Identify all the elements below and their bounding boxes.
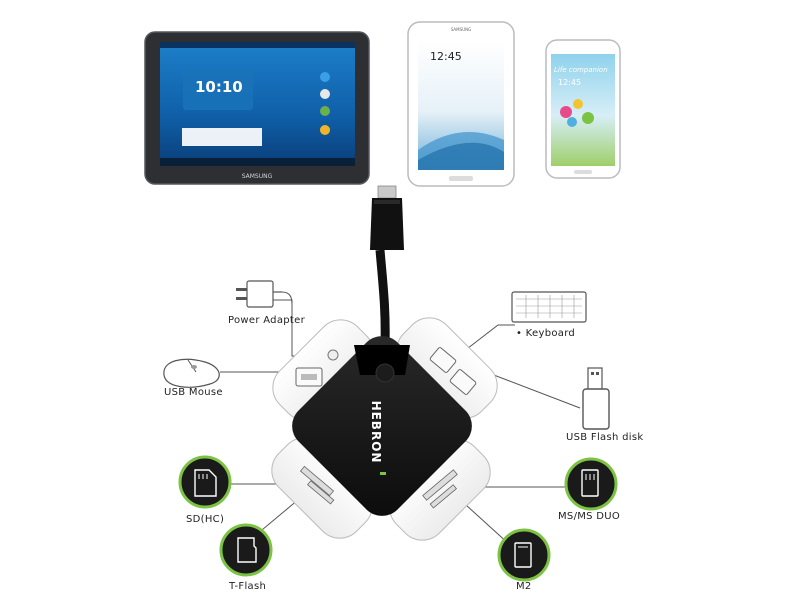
- ms-duo-label: MS/MS DUO: [558, 511, 621, 522]
- usb-flash-disk-label: USB Flash disk: [566, 432, 644, 443]
- hub-body: HEBRON: [292, 336, 472, 516]
- usb-mouse-icon: [163, 358, 220, 388]
- galaxy-note-phone: 12:45 SAMSUNG: [407, 21, 515, 187]
- t-flash-label: T-Flash: [229, 581, 267, 592]
- port-flap-upper-left: [272, 319, 374, 421]
- t-flash-card-icon: [219, 523, 273, 577]
- note-clock: 12:45: [430, 50, 462, 63]
- power-adapter-icon: [236, 280, 293, 308]
- port-flap-lower-left: [271, 437, 373, 539]
- phone-slogan: Life companion: [554, 66, 608, 74]
- galaxy-tab-tablet: 10:10 SAMSUNG: [144, 31, 370, 185]
- m2-card-icon: [497, 528, 551, 582]
- sd-hc-label: SD(HC): [186, 514, 225, 525]
- note-brand: SAMSUNG: [451, 27, 471, 32]
- micro-usb-cable: [370, 185, 404, 346]
- hub-brand: HEBRON: [369, 401, 383, 464]
- tablet-clock: 10:10: [195, 78, 243, 96]
- galaxy-s4-phone: Life companion 12:45: [545, 39, 621, 179]
- keyboard-label: • Keyboard: [516, 328, 576, 339]
- tablet-brand: SAMSUNG: [242, 173, 273, 180]
- usb-mouse-label: USB Mouse: [164, 387, 223, 398]
- usb-flash-disk-icon: [582, 367, 610, 430]
- port-flap-upper-right: [396, 317, 498, 419]
- m2-label: M2: [516, 581, 532, 592]
- phone-clock: 12:45: [558, 78, 581, 87]
- sd-card-icon: [178, 455, 232, 509]
- keyboard-icon: [511, 291, 587, 323]
- ms-duo-card-icon: [564, 457, 618, 511]
- power-adapter-label: Power Adapter: [228, 315, 305, 326]
